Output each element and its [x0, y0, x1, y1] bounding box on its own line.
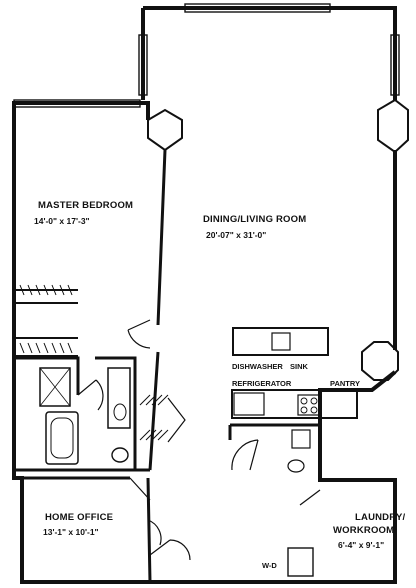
- burner: [300, 406, 308, 414]
- washer-dryer: [287, 547, 314, 577]
- workroom-label: WORKROOM: [333, 525, 394, 536]
- powder-toilet: [287, 459, 305, 473]
- exterior-wall: [12, 6, 397, 584]
- pantry-label: PANTRY: [330, 379, 360, 388]
- dishwasher-label: DISHWASHER: [232, 362, 283, 371]
- stove: [297, 394, 321, 416]
- laundry-dims: 6'-4" x 9'-1": [338, 540, 384, 550]
- master-bedroom-label: MASTER BEDROOM: [38, 200, 133, 211]
- sink-label: SINK: [290, 362, 309, 371]
- powder-door: [231, 439, 259, 471]
- master-bedroom-dims: 14'-0" x 17'-3": [34, 216, 90, 226]
- home-office-dims: 13'-1" x 10'-1": [43, 527, 99, 537]
- burner: [310, 406, 318, 414]
- laundry-door: [299, 489, 321, 506]
- powder-room-walls: [228, 423, 322, 480]
- partition-wall: [148, 149, 167, 471]
- vanity: [107, 367, 131, 429]
- column-left: [147, 108, 183, 152]
- kitchen-counter: [231, 389, 358, 419]
- vanity-basin: [113, 403, 127, 421]
- bathtub-inner: [50, 417, 74, 459]
- bathroom-walls: [14, 356, 150, 472]
- toilet: [111, 447, 129, 463]
- hall-closet-hangers: [139, 394, 169, 441]
- window-left: [138, 34, 148, 96]
- window-right: [390, 34, 400, 96]
- office-door: [129, 477, 162, 546]
- office-walls: [22, 476, 152, 583]
- burner: [310, 397, 318, 405]
- closet-hangers: [19, 284, 73, 354]
- kitchen-island: [232, 327, 329, 356]
- dining-living-label: DINING/LIVING ROOM: [203, 214, 306, 225]
- dining-living-dims: 20'-07" x 31'-0": [206, 230, 266, 240]
- home-office-label: HOME OFFICE: [45, 512, 113, 523]
- refrigerator-box: [233, 392, 265, 416]
- shower-x: [39, 367, 71, 407]
- entry-door: [149, 539, 191, 561]
- powder-vanity: [291, 429, 311, 449]
- refrigerator-label: REFRIGERATOR: [232, 379, 292, 388]
- column-lower-right: [361, 341, 399, 381]
- bathtub: [45, 411, 79, 465]
- island-sink: [271, 332, 291, 351]
- bath-door: [77, 379, 104, 411]
- window-bedroom: [13, 99, 141, 108]
- laundry-label: LAUNDRY/: [355, 512, 405, 523]
- column-right: [377, 98, 409, 154]
- burner: [300, 397, 308, 405]
- bedroom-door: [127, 319, 151, 349]
- shower: [39, 367, 71, 407]
- washer-dryer-label: W-D: [262, 561, 277, 570]
- hall-closet-door: [167, 397, 186, 443]
